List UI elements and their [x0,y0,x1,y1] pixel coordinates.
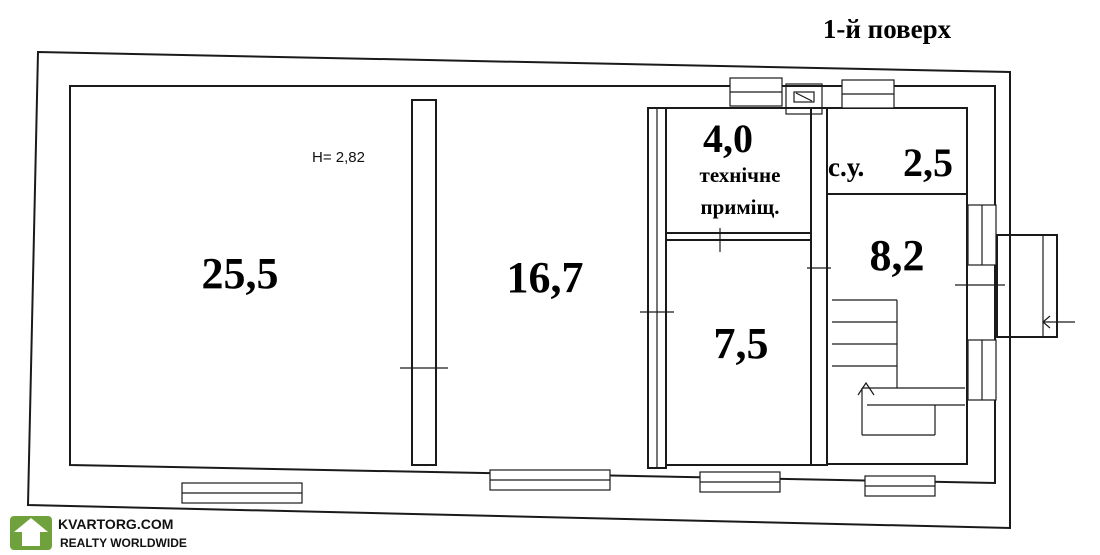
room-6-area: 8,2 [870,231,925,280]
interior-walls [400,83,1075,469]
windows [181,77,997,504]
floor-title: 1-й поверх [823,14,952,44]
room-3-area: 4,0 [703,116,753,161]
room-1-area: 25,5 [202,249,279,298]
watermark-tagline: REALTY WORLDWIDE [60,536,187,550]
room-4-area: 7,5 [714,319,769,368]
room-3-label-line1: технічне [700,163,781,187]
watermark: KVARTORG.COM REALTY WORLDWIDE [10,516,187,550]
room-2-area: 16,7 [507,253,584,302]
room-5-area: 2,5 [903,140,953,185]
room-3-label-line2: приміщ. [701,195,780,219]
ceiling-height-note: H= 2,82 [312,149,365,166]
room-5-label: с.у. [828,152,864,182]
watermark-brand: KVARTORG.COM [58,516,173,532]
outer-walls [26,50,1011,530]
